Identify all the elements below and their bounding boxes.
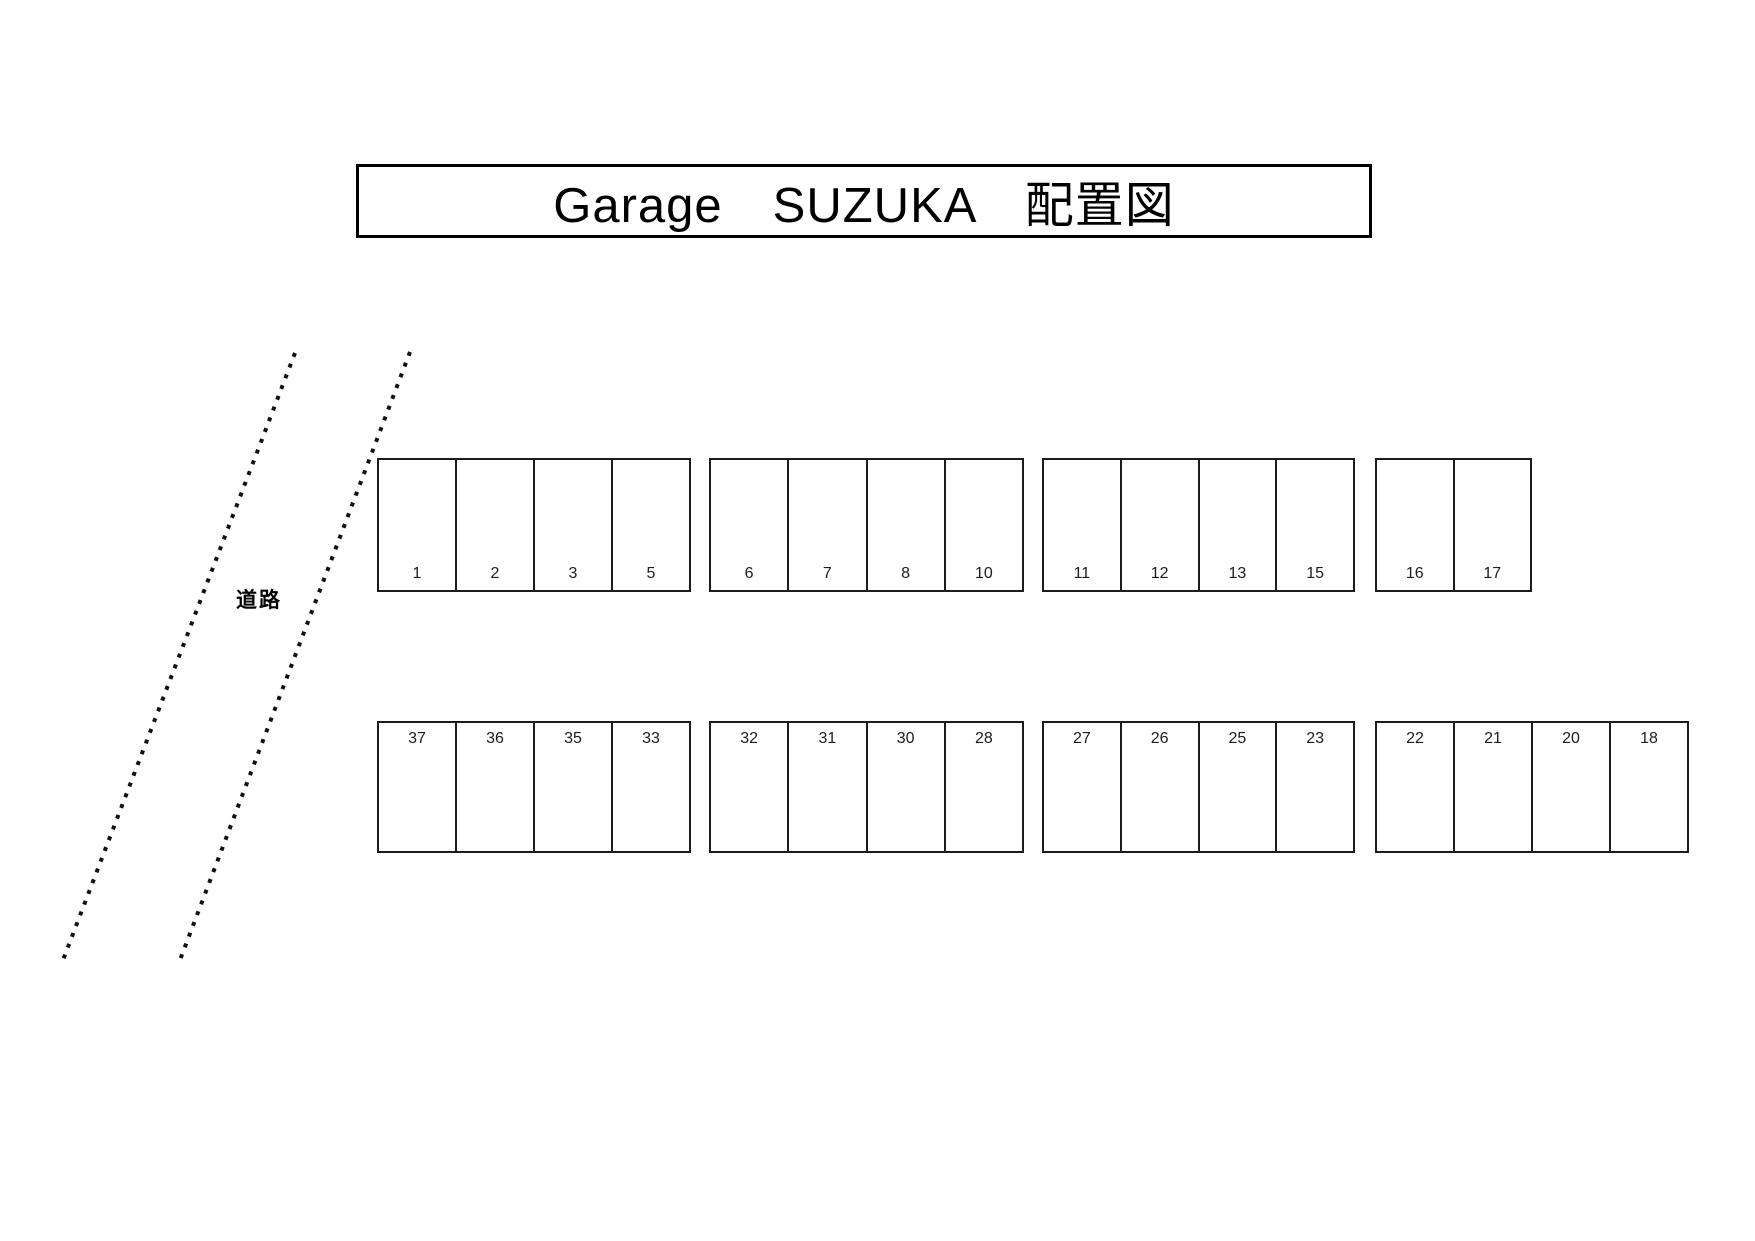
space-number: 27 — [1072, 730, 1091, 747]
parking-space-8: 8 — [865, 460, 944, 590]
space-number: 36 — [486, 730, 504, 747]
space-number: 6 — [744, 565, 754, 582]
space-number: 11 — [1073, 565, 1091, 582]
parking-space-16: 16 — [1377, 460, 1453, 590]
space-number: 17 — [1483, 565, 1502, 582]
parking-group-top-2: 6 7 8 10 — [709, 458, 1024, 592]
parking-space-28: 28 — [943, 723, 1022, 851]
parking-group-bottom-3: 27 26 25 23 — [1042, 721, 1355, 853]
space-number: 37 — [408, 730, 426, 747]
space-number: 31 — [818, 730, 837, 747]
space-number: 35 — [564, 730, 582, 747]
parking-space-11: 11 — [1044, 460, 1120, 590]
parking-space-5: 5 — [611, 460, 689, 590]
parking-group-top-4: 16 17 — [1375, 458, 1532, 592]
page-title: Garage SUZUKA 配置図 — [553, 178, 1175, 233]
space-number: 7 — [822, 565, 832, 582]
parking-space-22: 22 — [1377, 723, 1453, 851]
parking-space-13: 13 — [1197, 460, 1276, 590]
parking-group-bottom-2: 32 31 30 28 — [709, 721, 1024, 853]
parking-space-31: 31 — [787, 723, 865, 851]
parking-space-23: 23 — [1275, 723, 1353, 851]
parking-space-27: 27 — [1044, 723, 1120, 851]
parking-group-bottom-4: 22 21 20 18 — [1375, 721, 1689, 853]
space-number: 23 — [1306, 730, 1325, 747]
road-edge-left — [61, 352, 297, 961]
parking-space-30: 30 — [865, 723, 944, 851]
parking-space-20: 20 — [1531, 723, 1609, 851]
parking-group-top-3: 11 12 13 15 — [1042, 458, 1355, 592]
title-box: Garage SUZUKA 配置図 — [356, 164, 1372, 238]
space-number: 25 — [1228, 730, 1247, 747]
road-edge-right — [178, 351, 412, 961]
space-number: 15 — [1306, 565, 1325, 582]
space-number: 30 — [896, 730, 915, 747]
parking-space-10: 10 — [943, 460, 1022, 590]
parking-space-7: 7 — [787, 460, 865, 590]
space-number: 12 — [1150, 565, 1169, 582]
parking-space-18: 18 — [1609, 723, 1687, 851]
parking-space-25: 25 — [1197, 723, 1276, 851]
space-number: 26 — [1150, 730, 1169, 747]
parking-space-35: 35 — [533, 723, 611, 851]
parking-group-top-1: 1 2 3 5 — [377, 458, 691, 592]
space-number: 2 — [490, 565, 500, 582]
space-number: 28 — [974, 730, 993, 747]
parking-space-37: 37 — [379, 723, 455, 851]
parking-space-33: 33 — [611, 723, 689, 851]
parking-space-15: 15 — [1275, 460, 1353, 590]
parking-space-36: 36 — [455, 723, 533, 851]
parking-space-32: 32 — [711, 723, 787, 851]
space-number: 20 — [1562, 730, 1580, 747]
parking-space-26: 26 — [1119, 723, 1198, 851]
parking-space-6: 6 — [711, 460, 787, 590]
space-number: 3 — [568, 565, 578, 582]
space-number: 22 — [1406, 730, 1424, 747]
space-number: 33 — [642, 730, 660, 747]
road-label: 道路 — [236, 589, 282, 612]
space-number: 13 — [1228, 565, 1247, 582]
parking-space-1: 1 — [379, 460, 455, 590]
parking-space-2: 2 — [455, 460, 533, 590]
parking-group-bottom-1: 37 36 35 33 — [377, 721, 691, 853]
parking-space-3: 3 — [533, 460, 611, 590]
space-number: 5 — [646, 565, 656, 582]
parking-space-12: 12 — [1119, 460, 1198, 590]
space-number: 21 — [1484, 730, 1502, 747]
space-number: 16 — [1405, 565, 1424, 582]
space-number: 10 — [974, 565, 993, 582]
space-number: 32 — [740, 730, 759, 747]
space-number: 1 — [412, 565, 422, 582]
parking-space-21: 21 — [1453, 723, 1531, 851]
space-number: 18 — [1640, 730, 1658, 747]
parking-space-17: 17 — [1452, 460, 1531, 590]
space-number: 8 — [901, 565, 911, 582]
